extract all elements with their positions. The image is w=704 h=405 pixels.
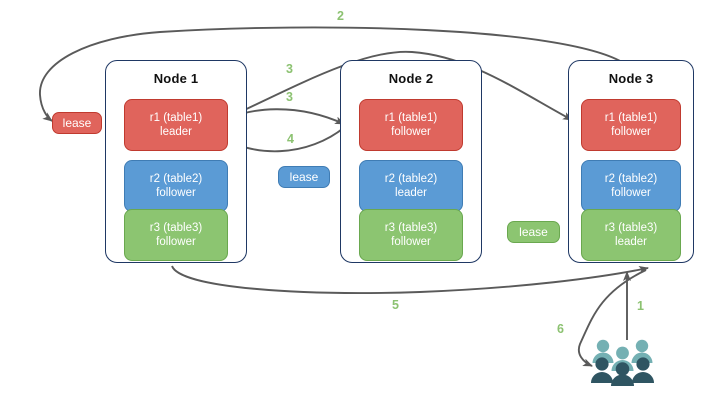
replica-name: r2 (table2)	[384, 172, 438, 185]
lease-badge-green[interactable]: lease	[507, 221, 560, 243]
replica-role: leader	[615, 236, 647, 248]
node-title: Node 3	[608, 71, 654, 86]
lease-badge-blue[interactable]: lease	[278, 166, 330, 188]
lease-badge-red[interactable]: lease	[52, 112, 102, 134]
node-card-2[interactable]: Node 2 r1 (table1) follower r2 (table2) …	[340, 60, 482, 263]
replica-r2[interactable]: r2 (table2) leader	[359, 160, 463, 212]
replica-name: r1 (table1)	[384, 111, 438, 124]
replica-r1[interactable]: r1 (table1) follower	[359, 99, 463, 151]
arrow-step-5	[171, 265, 649, 294]
step-label-4: 4	[287, 132, 294, 146]
node-card-1[interactable]: Node 1 r1 (table1) leader r2 (table2) fo…	[105, 60, 247, 263]
step-label-3-upper: 3	[286, 62, 293, 76]
replica-r1[interactable]: r1 (table1) follower	[581, 99, 681, 151]
replica-role: leader	[395, 187, 427, 199]
replica-r2[interactable]: r2 (table2) follower	[581, 160, 681, 212]
step-label-1: 1	[637, 299, 644, 313]
step-label-3-lower: 3	[286, 90, 293, 104]
step-label-5: 5	[392, 298, 399, 312]
replica-name: r1 (table1)	[149, 111, 203, 124]
replica-role: follower	[611, 126, 651, 138]
node-title: Node 1	[153, 71, 199, 86]
replica-name: r3 (table3)	[149, 221, 203, 234]
replica-r3[interactable]: r3 (table3) follower	[124, 209, 228, 261]
step-label-6: 6	[557, 322, 564, 336]
replica-r3[interactable]: r3 (table3) follower	[359, 209, 463, 261]
replica-r3[interactable]: r3 (table3) leader	[581, 209, 681, 261]
replica-name: r3 (table3)	[384, 221, 438, 234]
replica-name: r3 (table3)	[604, 221, 658, 234]
node-card-3[interactable]: Node 3 r1 (table1) follower r2 (table2) …	[568, 60, 694, 263]
replica-role: follower	[391, 126, 431, 138]
replica-name: r2 (table2)	[604, 172, 658, 185]
step-label-2: 2	[337, 9, 344, 23]
replica-role: leader	[160, 126, 192, 138]
replica-r1[interactable]: r1 (table1) leader	[124, 99, 228, 151]
replica-r2[interactable]: r2 (table2) follower	[124, 160, 228, 212]
replica-role: follower	[156, 236, 196, 248]
users-group-icon	[591, 339, 654, 386]
replica-name: r1 (table1)	[604, 111, 658, 124]
replica-name: r2 (table2)	[149, 172, 203, 185]
replica-role: follower	[156, 187, 196, 199]
replica-role: follower	[391, 236, 431, 248]
replica-role: follower	[611, 187, 651, 199]
node-title: Node 2	[388, 71, 434, 86]
